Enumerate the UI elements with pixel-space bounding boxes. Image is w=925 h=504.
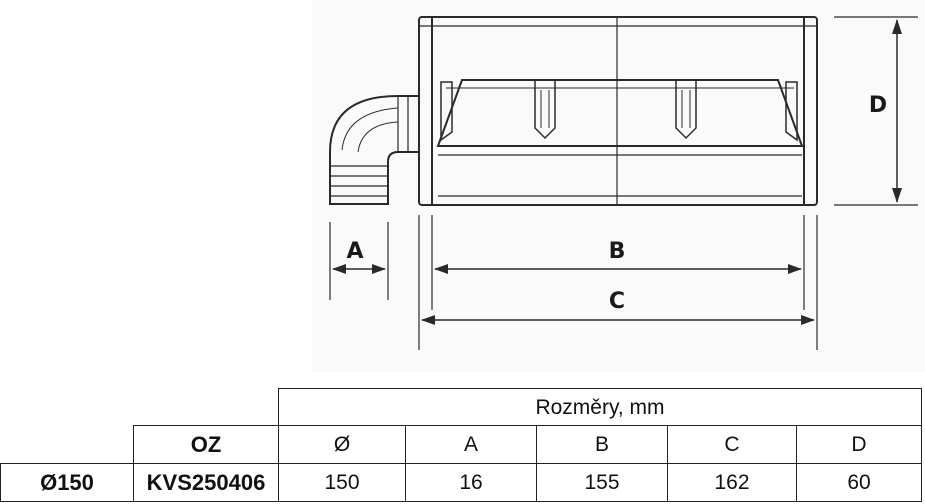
value-b: 155 (536, 463, 668, 502)
empty-cell (134, 389, 279, 426)
table-header-row: OZ Ø A B C D (1, 425, 922, 464)
column-header-diameter: Ø (278, 425, 406, 464)
dimensions-group-header: Rozměry, mm (278, 388, 922, 426)
technical-drawing: D A B C (312, 0, 925, 372)
drawing-background (312, 0, 925, 372)
value-diameter: 150 (278, 463, 406, 502)
value-a: 16 (405, 463, 537, 502)
model-cell: KVS250406 (133, 463, 279, 502)
dimension-label-c: C (609, 289, 625, 314)
column-header-b: B (536, 425, 668, 464)
column-header-c: C (667, 425, 797, 464)
column-header-a: A (405, 425, 537, 464)
dimension-a (329, 222, 389, 300)
elbow-connector (329, 95, 420, 205)
size-cell: Ø150 (0, 463, 134, 502)
dimension-label-d: D (869, 93, 887, 118)
value-d: 60 (796, 463, 922, 502)
table-row: Ø150 KVS250406 150 16 155 162 60 (0, 463, 922, 502)
table-group-header-row: Rozměry, mm (1, 388, 922, 426)
dimension-label-b: B (609, 239, 626, 264)
dimension-c (418, 215, 818, 350)
dimensions-table: Rozměry, mm OZ Ø A B C D Ø150 KVS250406 … (0, 388, 922, 502)
dimension-d (834, 16, 918, 206)
dimension-b (431, 215, 805, 310)
empty-cell (1, 389, 134, 426)
model-header: OZ (133, 425, 279, 464)
column-header-d: D (796, 425, 922, 464)
empty-cell (1, 426, 134, 464)
dimension-label-a: A (346, 239, 363, 264)
unit-body (418, 16, 818, 206)
value-c: 162 (667, 463, 797, 502)
